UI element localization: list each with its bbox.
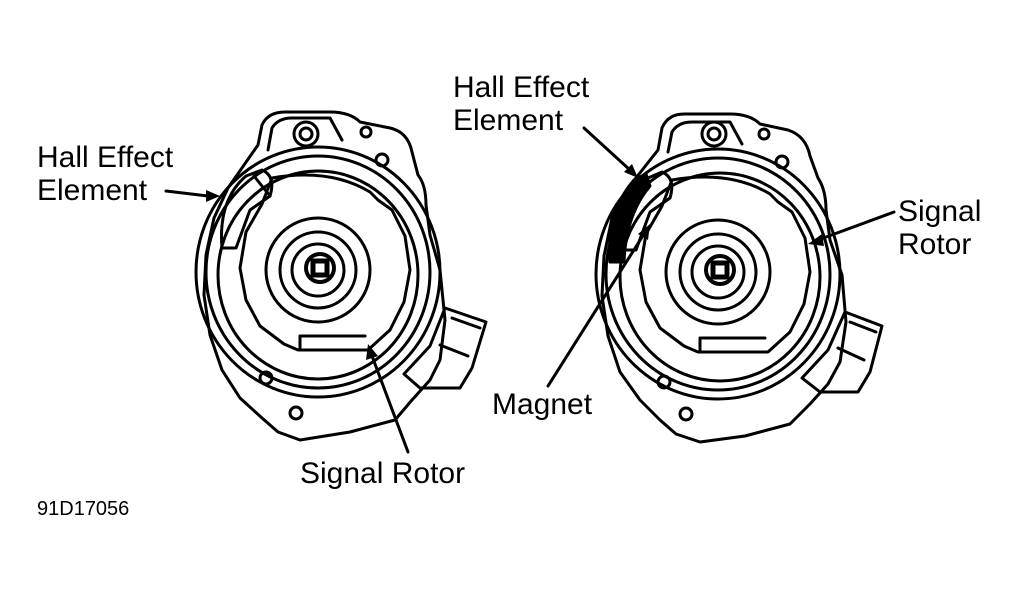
right-housing-flange [600,112,848,444]
left-signal-rotor-label: Signal Rotor [300,457,466,490]
right-distributor [546,112,896,444]
right-magnet-leader [546,232,646,388]
left-connector [402,306,488,390]
left-boss-hole [292,120,320,148]
right-hall-effect-label: Hall Effect Element [453,71,589,137]
right-boss-hole [700,120,728,148]
left-mount-hole-1 [359,125,373,139]
right-signal-rotor-label: Signal Rotor [898,195,981,261]
right-rotor-leader [816,210,896,242]
right-signal-rotor-label-line2: Rotor [898,228,972,261]
left-hall-effect-label-line2: Element [37,174,148,207]
right-mount-hole-1 [757,127,771,141]
right-hall-effect-element [622,170,674,252]
left-hall-effect-label-line1: Hall Effect [37,141,174,174]
right-hall-effect-label-line2: Element [453,104,564,137]
left-mount-hole-4 [288,405,304,421]
left-signal-rotor [238,173,412,352]
right-signal-rotor [638,175,812,354]
left-housing-flange [202,110,447,442]
figure-code: 91D17056 [37,498,130,520]
left-rotor-leader [370,354,410,454]
left-outer-ring [194,145,442,399]
right-connector [800,310,884,394]
left-hall-effect-label: Hall Effect Element [37,141,173,207]
left-distributor [164,110,488,454]
right-outer-ring [594,147,842,401]
left-hub-ring-1 [264,216,372,324]
right-shaft [704,254,736,286]
right-magnet-label: Magnet [492,388,593,421]
right-hall-effect-label-line1: Hall Effect [453,71,590,104]
left-hall-leader [164,189,210,198]
right-hub-ring-1 [664,218,772,326]
left-shaft [304,252,336,284]
right-top-boss [666,120,744,154]
left-top-boss [266,116,344,152]
right-mount-hole-4 [678,406,694,422]
right-signal-rotor-label-line1: Signal [898,195,982,228]
right-hall-leader [582,126,632,172]
